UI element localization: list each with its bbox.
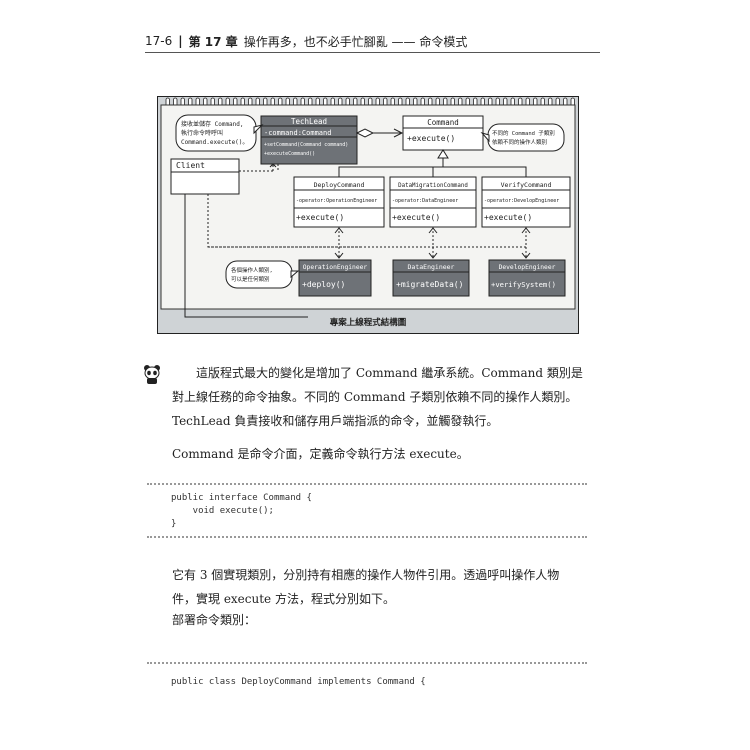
running-header: 17-6 | 第 17 章 操作再多，也不必手忙腳亂 —— 命令模式	[145, 30, 600, 53]
techlead-method-2: +executeCommand()	[264, 151, 315, 157]
operation-engineer-name: OperationEngineer	[303, 264, 368, 271]
code-block-command: public interface Command { void execute(…	[147, 483, 587, 538]
command-name: Command	[427, 118, 459, 127]
techlead-note-line-2: 執行命令時呼叫	[181, 129, 223, 137]
paragraph-line: Command 是命令介面，定義命令執行方法 execute。	[172, 447, 469, 461]
paragraph-line: TechLead 負責接收和儲存用戶端指派的命令，並觸發執行。	[172, 414, 499, 428]
chapter-label: 第 17 章	[188, 34, 238, 49]
class-client: Client	[170, 158, 240, 195]
chapter-title: 操作再多，也不必手忙腳亂 —— 命令模式	[243, 34, 468, 49]
techlead-method-1: +setCommand(Command command)	[264, 142, 348, 148]
paragraph-intro: 這版程式最大的變化是增加了 Command 繼承系統。Command 類別是 對…	[172, 361, 592, 433]
class-deploy-command: DeployCommand -operator:OperationEnginee…	[293, 176, 385, 228]
bubble-command-note: 不同的 Command 子類別 依賴不同的操作人類別	[480, 123, 565, 152]
class-command: Command +execute()	[402, 115, 484, 151]
uml-svg: TechLead -command:Command +setCommand(Co…	[160, 97, 576, 328]
class-techlead: TechLead -command:Command +setCommand(Co…	[260, 115, 358, 165]
inheritance-triangle	[437, 149, 449, 159]
data-migration-command-method: +execute()	[392, 213, 440, 222]
diagram-caption: 專案上線程式結構圖	[330, 317, 407, 328]
bubble-techlead-note: 接收並儲存 Command, 執行命令時呼叫 Command.execute()…	[175, 114, 264, 152]
deploy-command-field: -operator:OperationEngineer	[296, 198, 377, 204]
techlead-note-line-1: 接收並儲存 Command,	[181, 120, 244, 128]
paragraph-command-interface: Command 是命令介面，定義命令執行方法 execute。	[172, 442, 592, 466]
data-migration-command-name: DataMigrationCommand	[398, 183, 468, 189]
code-line: }	[171, 519, 177, 529]
techlead-name: TechLead	[291, 117, 327, 126]
panda-icon	[144, 365, 160, 384]
paragraph-deploy-label: 部署命令類別：	[172, 608, 592, 632]
bubble-operator-note: 各個操作人類別, 可以是任何類別	[225, 260, 300, 289]
data-engineer-name: DataEngineer	[408, 263, 455, 271]
techlead-field: -command:Command	[264, 129, 331, 137]
data-engineer-method: +migrateData()	[396, 280, 463, 289]
paragraph-line: 這版程式最大的變化是增加了 Command 繼承系統。Command 類別是	[196, 366, 583, 380]
class-data-engineer: DataEngineer +migrateData()	[392, 259, 470, 297]
code-block-deploy-command: public class DeployCommand implements Co…	[147, 662, 587, 694]
class-data-migration-command: DataMigrationCommand -operator:DataEngin…	[389, 176, 477, 228]
paragraph-line: 部署命令類別：	[172, 613, 257, 627]
class-verify-command: VerifyCommand -operator:DevelopEngineer …	[481, 176, 571, 228]
uml-diagram: TechLead -command:Command +setCommand(Co…	[157, 96, 579, 334]
command-note-line-1: 不同的 Command 子類別	[492, 129, 555, 137]
develop-engineer-name: DevelopEngineer	[499, 264, 556, 271]
paragraph-implementations: 它有 3 個實現類別，分別持有相應的操作人物件引用。透過呼叫操作人物 件，實現 …	[172, 563, 592, 611]
code-line: public interface Command {	[171, 493, 312, 503]
command-note-line-2: 依賴不同的操作人類別	[492, 138, 547, 146]
verify-command-name: VerifyCommand	[501, 181, 552, 189]
verify-command-field: -operator:DevelopEngineer	[484, 198, 559, 204]
deploy-command-method: +execute()	[296, 213, 344, 222]
deploy-command-name: DeployCommand	[314, 181, 365, 189]
paragraph-line: 件，實現 execute 方法，程式分別如下。	[172, 592, 395, 606]
command-method: +execute()	[407, 134, 455, 143]
dependency-lines	[208, 226, 527, 257]
data-migration-command-field: -operator:DataEngineer	[392, 198, 458, 204]
operation-engineer-method: +deploy()	[302, 280, 345, 289]
paragraph-line: 對上線任務的命令抽象。不同的 Command 子類別依賴不同的操作人類別。	[172, 390, 578, 404]
class-develop-engineer: DevelopEngineer +verifySystem()	[488, 259, 566, 297]
aggregation-diamond	[355, 128, 375, 138]
paragraph-line: 它有 3 個實現類別，分別持有相應的操作人物件引用。透過呼叫操作人物	[172, 568, 560, 582]
verify-command-method: +execute()	[484, 213, 532, 222]
class-operation-engineer: OperationEngineer +deploy()	[298, 259, 372, 297]
page-number: 17-6	[145, 34, 173, 48]
code-line: public class DeployCommand implements Co…	[171, 677, 426, 687]
develop-engineer-method: +verifySystem()	[491, 280, 556, 289]
client-name: Client	[176, 161, 205, 170]
techlead-note-line-3: Command.execute()。	[181, 139, 248, 146]
header-separator: |	[178, 34, 183, 48]
code-line: void execute();	[171, 506, 274, 516]
operator-note-line-1: 各個操作人類別,	[231, 266, 273, 274]
operator-note-line-2: 可以是任何類別	[231, 275, 270, 283]
